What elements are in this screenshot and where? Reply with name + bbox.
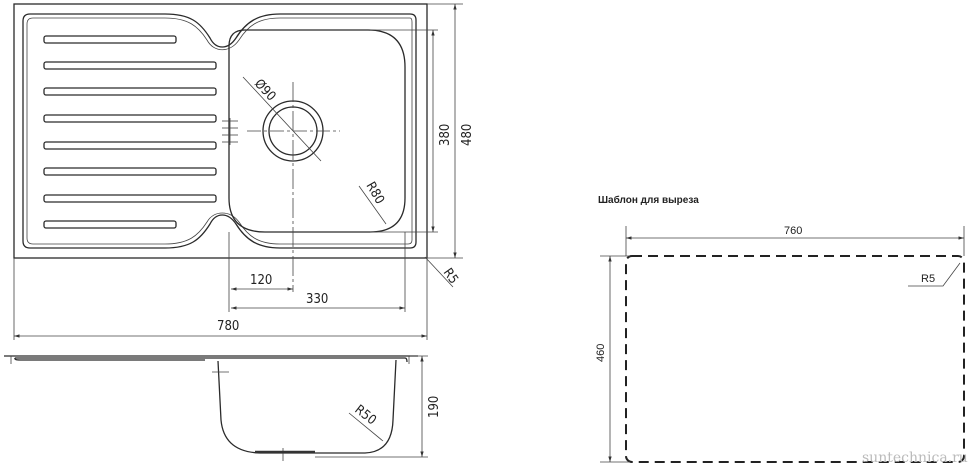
sink-rim — [22, 13, 417, 249]
drain-diameter-leader — [242, 76, 322, 162]
dim-total-height: 480 — [460, 124, 475, 146]
slot — [43, 167, 217, 176]
sink-outline — [13, 3, 428, 259]
dim-cutout-height: 460 — [595, 344, 607, 362]
cutout-title: Шаблон для выреза — [598, 194, 699, 206]
slot — [43, 194, 217, 203]
sink-rim-inner — [26, 17, 413, 245]
overflow-marks — [222, 118, 238, 145]
cutout-radius-leader — [908, 262, 961, 287]
dim-total-width: 780 — [217, 319, 239, 334]
dim-drain-diameter: Ø90 — [251, 76, 278, 104]
dim-bottom-radius: R50 — [352, 402, 379, 428]
slot — [43, 114, 217, 123]
dim-cutout-width: 760 — [784, 225, 802, 237]
slot — [43, 35, 177, 44]
dim-depth: 190 — [427, 396, 442, 418]
bowl-profile — [217, 359, 397, 454]
dim-bowl-radius: R80 — [363, 180, 387, 207]
cutout-template: Шаблон для выреза 760 460 R5 — [595, 194, 965, 463]
dim-cutout-radius: R5 — [921, 273, 935, 285]
slot — [43, 87, 217, 96]
rim-edge — [14, 357, 408, 363]
top-view: Ø90 380 480 R80 R5 120 330 780 — [13, 3, 475, 340]
dim-corner-radius: R5 — [440, 266, 461, 287]
cutout-outline — [625, 255, 965, 463]
dim-bowl-height: 380 — [438, 124, 453, 146]
watermark: suntechnica.ru — [862, 450, 968, 466]
slot — [43, 61, 217, 70]
dim-drain-offset: 120 — [250, 273, 272, 288]
drainer-slots — [43, 35, 217, 229]
side-view: R50 190 — [4, 355, 442, 461]
slot — [43, 220, 177, 229]
slot — [43, 141, 217, 150]
dim-bowl-width: 330 — [306, 292, 328, 307]
